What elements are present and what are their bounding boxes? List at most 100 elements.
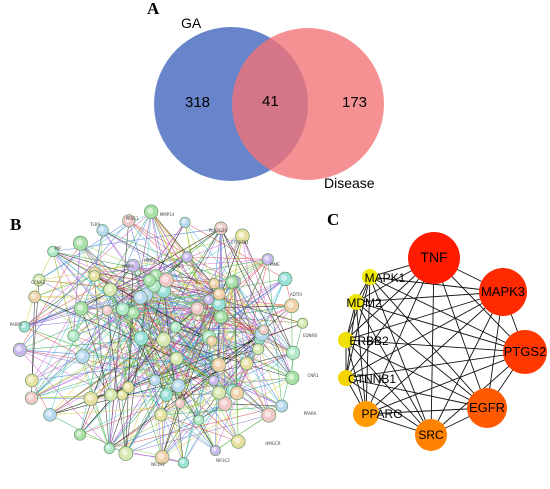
ppi-edge bbox=[94, 272, 264, 331]
ppi-edge bbox=[24, 272, 95, 328]
hub-edge bbox=[365, 407, 488, 415]
ppi-node-highlight bbox=[215, 290, 221, 296]
ppi-edge bbox=[109, 220, 130, 449]
ppi-node-highlight bbox=[260, 326, 266, 332]
ppi-node-highlight bbox=[125, 217, 131, 223]
hub-edge bbox=[355, 301, 526, 353]
venn-left-count: 318 bbox=[185, 94, 210, 111]
hub-edge bbox=[355, 291, 504, 303]
ppi-node-highlight bbox=[76, 431, 82, 437]
ppi-edge bbox=[218, 259, 269, 366]
ppi-edge bbox=[73, 243, 81, 336]
ppi-edge bbox=[90, 348, 259, 399]
ppi-edge bbox=[125, 304, 220, 454]
ppi-edge bbox=[79, 299, 209, 435]
ppi-label-pla2g2a: PLA2G2A bbox=[209, 228, 228, 233]
hub-label-mapk1: MAPK1 bbox=[365, 271, 406, 285]
ppi-edge bbox=[122, 308, 247, 364]
ppi-edge bbox=[109, 289, 184, 463]
hub-edge bbox=[345, 339, 488, 409]
ppi-node-highlight bbox=[228, 278, 234, 284]
ppi-node-highlight bbox=[233, 389, 239, 396]
hub-node-mapk3 bbox=[479, 268, 527, 316]
ppi-edge bbox=[102, 230, 233, 283]
ppi-edge bbox=[19, 220, 130, 350]
ppi-edge bbox=[133, 265, 220, 295]
ppi-node-highlight bbox=[162, 275, 169, 283]
ppi-edge bbox=[160, 414, 239, 442]
ppi-edge bbox=[80, 308, 156, 381]
hub-edge bbox=[345, 276, 371, 379]
ppi-edge bbox=[102, 230, 264, 331]
ppi-edge bbox=[128, 259, 268, 388]
hub-label-ptgs2: PTGS2 bbox=[504, 344, 547, 359]
ppi-edge bbox=[109, 289, 129, 388]
ppi-node-highlight bbox=[103, 307, 109, 312]
hub-node-egfr bbox=[467, 388, 507, 428]
ppi-label-mmp14: MMP14 bbox=[160, 212, 175, 217]
ppi-node-highlight bbox=[281, 274, 288, 281]
ppi-node-highlight bbox=[181, 219, 187, 224]
hub-label-src: SRC bbox=[418, 428, 444, 442]
ppi-labels: MMP14PRSS1TLR9PLA2G2ACYP27B1MMEADTRIEDNR… bbox=[10, 212, 319, 467]
ppi-label-mif: MIF bbox=[55, 246, 63, 251]
ppi-edge bbox=[258, 348, 293, 379]
ppi-edge bbox=[197, 308, 239, 442]
ppi-label-mmp9: MMP9 bbox=[122, 264, 134, 269]
ppi-edge bbox=[24, 279, 150, 328]
ppi-node-highlight bbox=[172, 354, 179, 361]
ppi-edge bbox=[34, 296, 238, 394]
ppi-edge bbox=[24, 285, 155, 328]
ppi-edge bbox=[184, 222, 286, 280]
hub-edge bbox=[365, 257, 435, 415]
ppi-edge bbox=[19, 243, 81, 350]
ppi-edge bbox=[133, 312, 162, 415]
ppi-node-highlight bbox=[210, 377, 215, 382]
ppi-label-parp1: PARP1 bbox=[10, 322, 23, 327]
ppi-edge bbox=[81, 299, 209, 309]
ppi-edge bbox=[236, 349, 259, 394]
hub-node-pparg bbox=[353, 401, 379, 427]
ppi-node-highlight bbox=[129, 261, 136, 268]
ppi-edge bbox=[52, 251, 129, 388]
ppi-edge bbox=[90, 398, 110, 449]
ppi-label-cnr1: CNR1 bbox=[307, 373, 319, 378]
ppi-node-highlight bbox=[217, 224, 223, 231]
ppi-node-highlight bbox=[27, 394, 34, 400]
ppi-node-highlight bbox=[158, 453, 165, 460]
ppi-node-highlight bbox=[220, 399, 228, 406]
ppi-edge bbox=[109, 281, 234, 449]
hub-label-mdm2: MDM2 bbox=[346, 296, 382, 310]
ppi-label-nr1h2: NR1H2 bbox=[151, 462, 165, 467]
venn-left-label: GA bbox=[181, 15, 202, 31]
ppi-edge bbox=[128, 220, 283, 407]
ppi-edge bbox=[178, 385, 239, 442]
ppi-edge bbox=[109, 392, 220, 449]
ppi-edge bbox=[90, 285, 155, 399]
ppi-edge bbox=[31, 348, 259, 381]
ppi-edge bbox=[236, 377, 293, 394]
ppi-node-highlight bbox=[107, 391, 113, 397]
ppi-node-highlight bbox=[214, 300, 221, 307]
ppi-edge bbox=[31, 337, 142, 399]
ppi-node-highlight bbox=[118, 305, 125, 311]
ppi-node-highlight bbox=[217, 313, 224, 319]
ppi-label-hmgcr: HMGCR bbox=[265, 441, 280, 446]
ppi-edge bbox=[34, 275, 95, 298]
ppi-label-adtri: ADTRI bbox=[290, 292, 302, 297]
ppi-node-highlight bbox=[214, 360, 221, 367]
venn-diagram: A GA 318 41 173 Disease bbox=[147, 0, 384, 191]
ppi-edge bbox=[187, 256, 268, 260]
hub-edge bbox=[369, 276, 526, 353]
ppi-edge bbox=[125, 414, 269, 454]
ppi-edge bbox=[214, 259, 268, 284]
ppi-edge bbox=[220, 228, 293, 379]
hub-edge bbox=[355, 301, 367, 415]
ppi-edge bbox=[224, 403, 282, 407]
ppi-node-highlight bbox=[136, 334, 144, 341]
ppi-edge bbox=[150, 211, 226, 404]
ppi-edge bbox=[49, 290, 165, 415]
ppi-edge bbox=[175, 228, 222, 328]
ppi-edge bbox=[34, 296, 177, 359]
ppi-edge bbox=[79, 339, 164, 435]
